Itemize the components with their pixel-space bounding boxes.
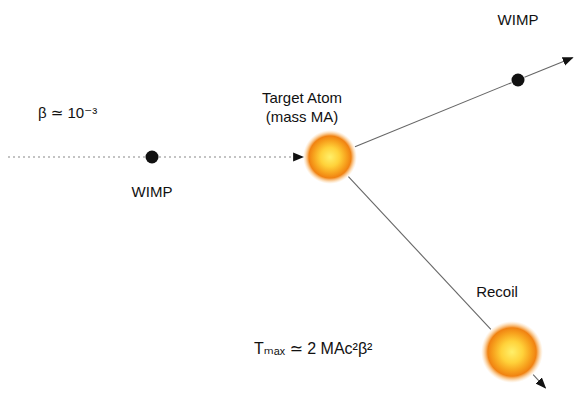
trajectory-arrow	[348, 177, 545, 388]
atom-sphere: Target Atom (mass MA)	[303, 130, 357, 184]
node-label: Target Atom (mass MA)	[246, 88, 358, 126]
trajectory-arrow	[159, 157, 303, 158]
trajectory-line	[355, 83, 512, 147]
node-shape	[511, 73, 525, 87]
trajectory-line	[159, 156, 303, 157]
formula-label: Tₘₐₓ ≃ 2 MAc²β²	[254, 339, 372, 358]
velocity-note: β ≃ 10⁻³	[38, 104, 97, 122]
particle-dot: WIMP	[511, 73, 525, 87]
trajectory-line	[348, 177, 490, 330]
node-label: WIMP	[498, 10, 539, 29]
particle-dot: WIMP	[145, 150, 159, 164]
trajectory-arrow	[355, 58, 573, 147]
node-label: Recoil	[476, 282, 518, 301]
node-shape	[481, 321, 543, 383]
node-label: WIMP	[132, 182, 173, 201]
trajectory-continuation	[524, 58, 572, 78]
node-shape	[145, 150, 159, 164]
node-shape	[303, 130, 357, 184]
atom-sphere: Recoil	[481, 321, 543, 383]
trajectory-continuation	[533, 375, 545, 388]
incoming-track	[8, 156, 145, 157]
